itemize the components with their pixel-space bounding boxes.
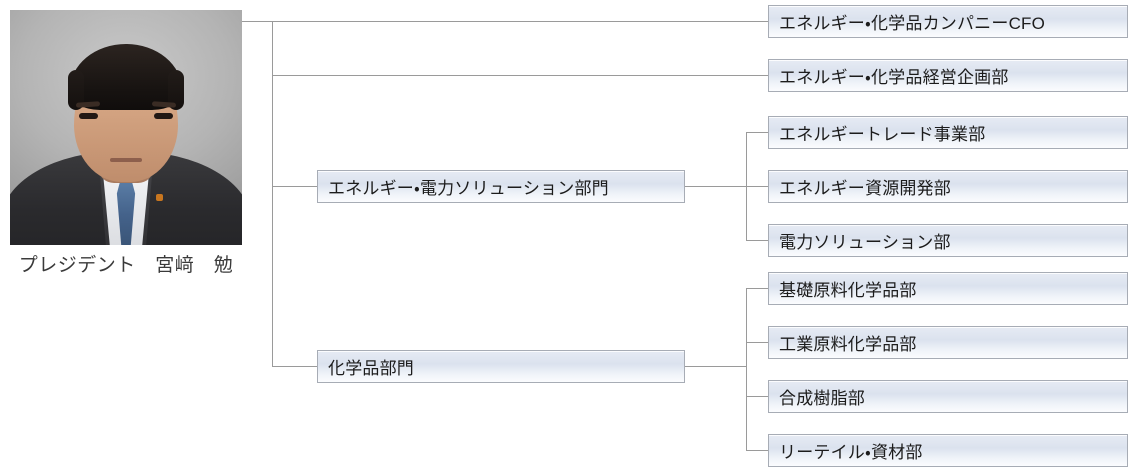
connector-trunk-to-chemicals-division	[272, 366, 317, 367]
president-photo	[10, 10, 242, 245]
node-energy-resource-development-dept[interactable]: エネルギー資源開発部	[768, 170, 1128, 203]
node-chemicals-division[interactable]: 化学品部門	[317, 350, 685, 383]
connector-energy-child-3	[746, 240, 768, 241]
eye-right	[154, 113, 173, 119]
node-energy-chemicals-planning-dept[interactable]: エネルギー・化学品経営企画部	[768, 59, 1128, 92]
connector-photo-to-trunk	[242, 21, 272, 22]
connector-chemicals-child-1	[746, 288, 768, 289]
necktie-shape	[116, 179, 136, 245]
node-synthetic-resin-dept[interactable]: 合成樹脂部	[768, 380, 1128, 413]
connector-chemicals-child-3	[746, 396, 768, 397]
connector-chemicals-division-out	[685, 366, 746, 367]
node-energy-power-solution-division[interactable]: エネルギー・電力ソリューション部門	[317, 170, 685, 203]
node-industrial-materials-chemicals-dept[interactable]: 工業原料化学品部	[768, 326, 1128, 359]
node-energy-chemicals-company-cfo[interactable]: エネルギー・化学品カンパニーCFO	[768, 5, 1128, 38]
president-caption: プレジデント 宮﨑 勉	[18, 255, 234, 276]
eye-left	[79, 113, 98, 119]
node-retail-materials-dept[interactable]: リーテイル・資材部	[768, 434, 1128, 467]
hair-shape	[68, 44, 184, 110]
node-energy-trade-dept[interactable]: エネルギートレード事業部	[768, 116, 1128, 149]
node-power-solution-dept[interactable]: 電力ソリューション部	[768, 224, 1128, 257]
connector-chemicals-child-4	[746, 450, 768, 451]
connector-trunk-to-cfo	[272, 21, 768, 22]
connector-energy-child-2	[746, 186, 768, 187]
mouth-shape	[110, 158, 142, 162]
node-basic-materials-chemicals-dept[interactable]: 基礎原料化学品部	[768, 272, 1128, 305]
connector-chemicals-children-spine	[746, 288, 747, 450]
connector-trunk-to-energy-division	[272, 186, 317, 187]
president-portrait-block	[10, 10, 242, 245]
connector-energy-division-out	[685, 186, 746, 187]
connector-energy-child-1	[746, 132, 768, 133]
connector-chemicals-child-2	[746, 342, 768, 343]
connector-main-trunk	[272, 21, 273, 366]
lapel-badge-icon	[156, 194, 163, 201]
connector-trunk-to-planning	[272, 75, 768, 76]
